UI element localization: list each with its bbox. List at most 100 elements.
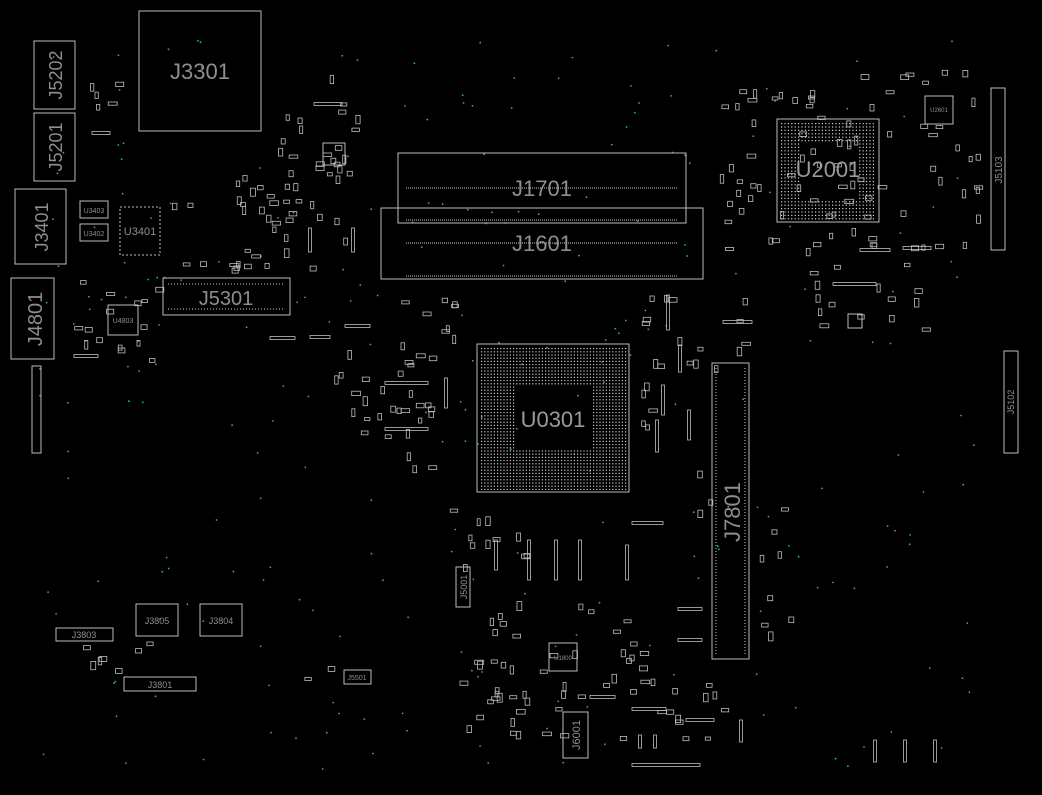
- bga-ball: [625, 357, 627, 359]
- component-j5202[interactable]: J5202: [33, 40, 76, 110]
- bga-ball: [845, 140, 847, 142]
- component-j3804[interactable]: J3804: [199, 603, 243, 637]
- passive-footprint: [476, 518, 481, 527]
- passive-footprint: [516, 709, 526, 715]
- via: [52, 218, 54, 221]
- bga-ball: [596, 389, 598, 391]
- bga-ball: [509, 440, 511, 442]
- bga-ball: [849, 204, 851, 206]
- bga-ball: [818, 214, 820, 216]
- bga-ball: [602, 415, 604, 417]
- bga-ball: [554, 380, 556, 382]
- bga-ball: [487, 348, 489, 350]
- bga-ball: [593, 479, 595, 481]
- bga-ball: [519, 460, 521, 462]
- passive-footprint: [900, 74, 910, 81]
- component-j3401[interactable]: J3401: [14, 188, 67, 265]
- bga-ball: [580, 364, 582, 366]
- bga-ball: [596, 412, 598, 414]
- bga-ball: [532, 479, 534, 481]
- bga-ball: [596, 370, 598, 372]
- component-j5001[interactable]: J5001: [455, 566, 471, 608]
- bga-ball: [804, 136, 806, 138]
- component-u4803[interactable]: U4803: [107, 304, 139, 336]
- bga-ball: [487, 463, 489, 465]
- component-u3401[interactable]: U3401: [119, 206, 161, 256]
- component-j3805[interactable]: J3805: [135, 603, 179, 637]
- component-j5301[interactable]: J5301: [162, 277, 291, 316]
- bga-ball: [506, 392, 508, 394]
- bga-ball: [506, 357, 508, 359]
- component-j3801[interactable]: J3801: [123, 676, 197, 692]
- component-j5201[interactable]: J5201: [33, 112, 76, 182]
- bga-ball: [612, 453, 614, 455]
- bga-ball: [522, 383, 524, 385]
- bga-ball: [589, 476, 591, 478]
- bga-ball: [781, 180, 783, 182]
- via: [625, 126, 628, 128]
- passive-footprint: [288, 170, 294, 178]
- passive-footprint: [310, 201, 315, 210]
- bga-ball: [538, 380, 540, 382]
- bga-ball: [509, 456, 511, 458]
- bga-ball: [828, 218, 830, 220]
- bga-ball: [580, 485, 582, 487]
- bga-ball: [525, 357, 527, 359]
- bga-ball: [599, 412, 601, 414]
- bga-ball: [787, 204, 789, 206]
- component-u3402[interactable]: U3402: [79, 223, 109, 242]
- bga-ball: [609, 453, 611, 455]
- component-ic-small-2[interactable]: [847, 313, 863, 329]
- via: [259, 497, 262, 500]
- component-j7801[interactable]: J7801: [711, 362, 750, 660]
- via: [407, 616, 409, 619]
- component-u2601[interactable]: U2601: [924, 95, 954, 125]
- bga-ball: [625, 440, 627, 442]
- bga-ball: [615, 376, 617, 378]
- bga-ball: [497, 396, 499, 398]
- via: [47, 591, 49, 593]
- bga-ball: [869, 167, 871, 169]
- component-j3301[interactable]: J3301: [138, 10, 262, 132]
- component-j1701[interactable]: J1701: [397, 152, 687, 224]
- bga-ball: [497, 418, 499, 420]
- component-j3803[interactable]: J3803: [55, 627, 114, 642]
- bga-ball: [781, 129, 783, 131]
- bga-ball: [849, 126, 851, 128]
- via: [441, 203, 444, 206]
- bga-ball: [500, 466, 502, 468]
- bga-ball: [845, 123, 847, 125]
- component-ic-small-1[interactable]: [322, 142, 346, 166]
- component-u0301[interactable]: U0301: [476, 343, 630, 493]
- via: [889, 342, 892, 345]
- component-j6001[interactable]: J6001: [562, 711, 589, 759]
- component-j1601[interactable]: J1601: [380, 207, 704, 280]
- bga-ball: [784, 157, 786, 159]
- via: [339, 635, 341, 638]
- bga-ball: [605, 453, 607, 455]
- bga-ball: [825, 211, 827, 213]
- component-j5103[interactable]: J5103: [990, 87, 1006, 251]
- component-j5102[interactable]: J5102: [1003, 350, 1019, 454]
- bga-ball: [481, 396, 483, 398]
- passive-footprint: [976, 214, 981, 224]
- passive-footprint: [315, 161, 325, 167]
- component-u2001[interactable]: U2001: [776, 118, 880, 223]
- passive-footprint: [98, 656, 108, 662]
- bga-ball: [500, 431, 502, 433]
- bga-ball: [481, 412, 483, 414]
- component-u3403[interactable]: U3403: [79, 200, 109, 219]
- bga-ball: [586, 380, 588, 382]
- component-u1800[interactable]: U1800: [548, 642, 578, 672]
- bga-ball: [538, 476, 540, 478]
- bga-ball: [621, 354, 623, 356]
- bga-ball: [493, 482, 495, 484]
- bga-ball: [493, 456, 495, 458]
- component-j4801[interactable]: J4801: [10, 277, 55, 360]
- bga-ball: [852, 211, 854, 213]
- bga-ball: [551, 383, 553, 385]
- component-j5501[interactable]: J5501: [343, 669, 372, 685]
- bga-ball: [490, 380, 492, 382]
- bga-ball: [570, 456, 572, 458]
- bga-ball: [516, 469, 518, 471]
